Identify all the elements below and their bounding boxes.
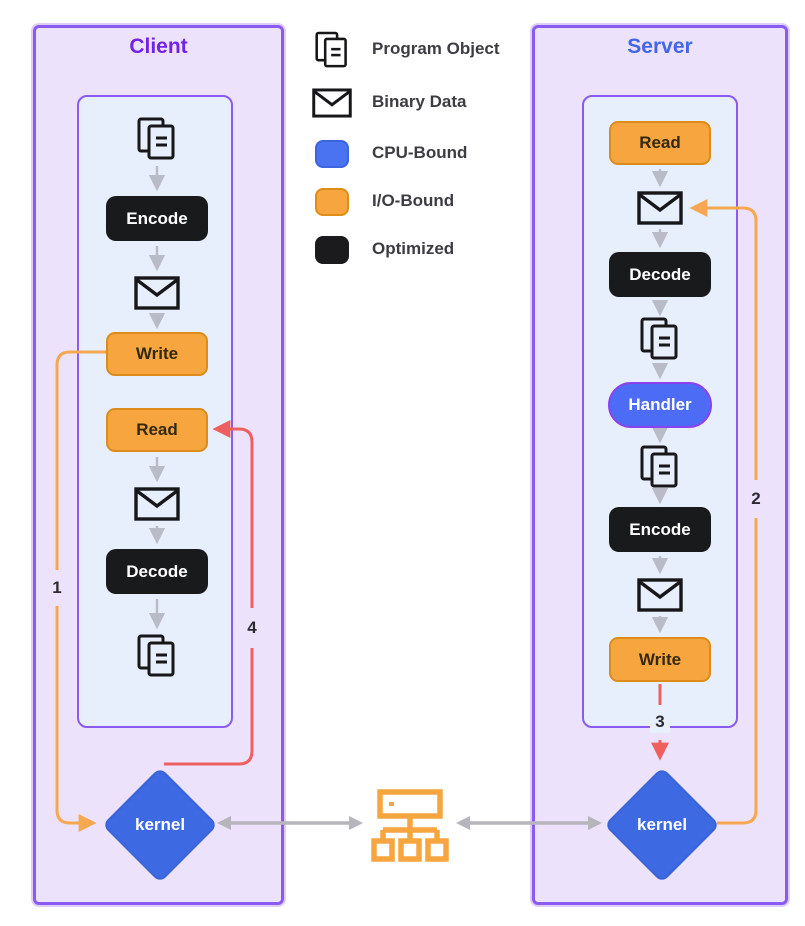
binary-data-icon [637, 191, 683, 225]
io-bound-swatch [315, 188, 349, 216]
binary-data-icon [134, 487, 180, 521]
server-title: Server [627, 35, 693, 58]
arrow-right-icon [349, 816, 363, 830]
client-kernel-label: kernel [134, 815, 186, 834]
program-object-icon [315, 31, 349, 69]
client-title: Client [129, 35, 188, 58]
server-encode-box: Encode [609, 507, 711, 552]
server-read-box: Read [609, 121, 711, 165]
client-encode-box: Encode [106, 196, 208, 241]
client-write-box: Write [106, 332, 208, 376]
network-icon [371, 789, 449, 862]
program-object-icon [137, 634, 177, 678]
server-write-box: Write [609, 637, 711, 682]
arrow-left-icon [456, 816, 470, 830]
server-kernel-label: kernel [636, 815, 688, 834]
binary-data-icon [134, 276, 180, 310]
legend-label-optimized: Optimized [372, 239, 455, 258]
program-object-icon [640, 317, 680, 361]
legend-label-program-object: Program Object [372, 39, 500, 58]
edge-label-3: 3 [650, 711, 670, 733]
edge-label-2: 2 [746, 488, 766, 510]
edge-label-1: 1 [47, 577, 67, 599]
optimized-swatch [315, 236, 349, 264]
edge-label-4: 4 [242, 617, 262, 639]
legend-label-binary-data: Binary Data [372, 92, 467, 111]
program-object-icon [137, 117, 177, 161]
server-decode-box: Decode [609, 252, 711, 297]
binary-data-icon [312, 88, 352, 118]
legend-label-cpu-bound: CPU-Bound [372, 143, 468, 162]
server-handler-pill: Handler [608, 382, 712, 428]
client-decode-box: Decode [106, 549, 208, 594]
binary-data-icon [637, 578, 683, 612]
program-object-icon [640, 445, 680, 489]
legend-label-io-bound: I/O-Bound [372, 191, 455, 210]
client-read-box: Read [106, 408, 208, 452]
cpu-bound-swatch [315, 140, 349, 168]
